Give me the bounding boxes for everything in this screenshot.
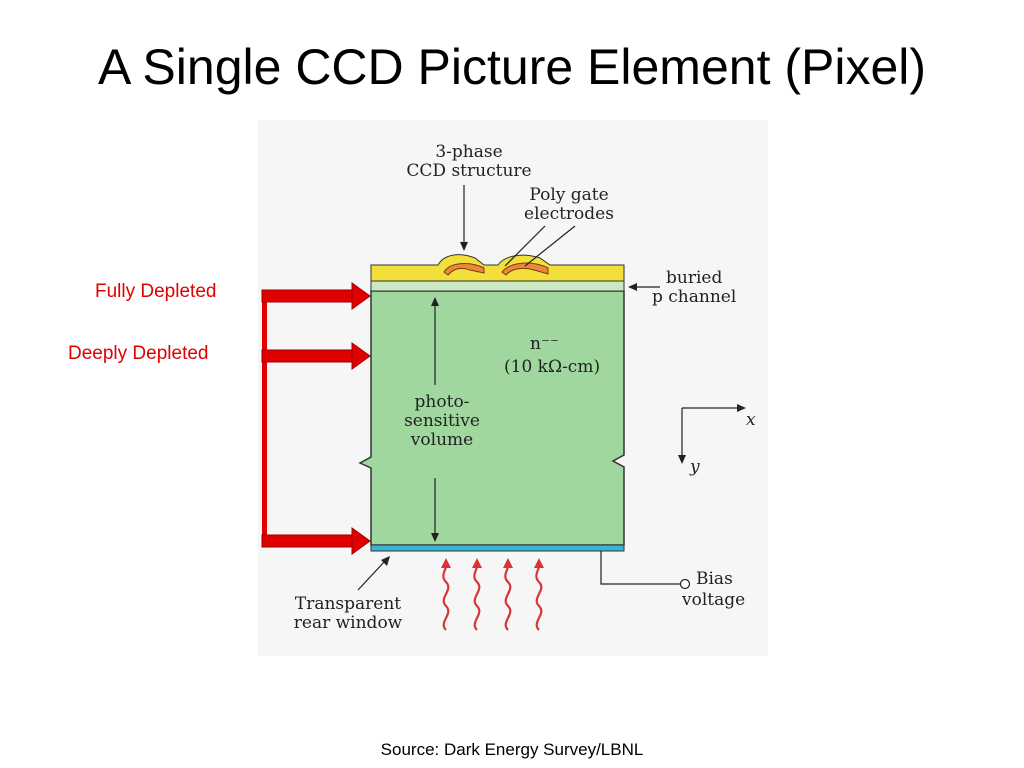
depletion-annotation bbox=[261, 282, 371, 555]
buried-channel-arrowhead bbox=[628, 283, 637, 291]
label-fully-depleted: Fully Depleted bbox=[95, 281, 217, 302]
label-photo-line3: volume bbox=[410, 430, 473, 450]
rear-window-layer bbox=[370, 544, 625, 552]
volume-arrowhead-bottom bbox=[431, 533, 439, 542]
ccd-structure-arrowhead bbox=[460, 242, 468, 251]
label-bias-line1: Bias bbox=[696, 569, 733, 589]
light-arrowhead-1 bbox=[441, 558, 451, 568]
bias-wire bbox=[600, 551, 680, 585]
light-ray-3 bbox=[504, 565, 512, 631]
gate-electrode-2 bbox=[501, 262, 549, 276]
label-buried-line1: buried bbox=[666, 268, 722, 288]
label-doping: n⁻⁻ bbox=[530, 334, 559, 354]
source-caption: Source: Dark Energy Survey/LBNL bbox=[380, 740, 644, 759]
x-axis-arrowhead bbox=[737, 404, 746, 412]
arrow-deeply-depleted bbox=[261, 342, 371, 370]
rear-window-pointer bbox=[357, 560, 386, 591]
light-ray-2 bbox=[473, 565, 481, 631]
arrow-fully-depleted bbox=[261, 282, 371, 310]
label-ccd-structure-line2: CCD structure bbox=[406, 161, 531, 181]
arrow-rear-depleted bbox=[261, 527, 371, 555]
rear-window-arrowhead bbox=[381, 556, 390, 566]
label-deeply-depleted: Deeply Depleted bbox=[68, 343, 209, 364]
poly-gate-pointer-2 bbox=[524, 225, 576, 267]
buried-channel-layer bbox=[370, 280, 625, 292]
y-axis-arrowhead bbox=[678, 455, 686, 464]
label-poly-gate-line1: Poly gate bbox=[529, 185, 608, 205]
label-bias-line2: voltage bbox=[681, 590, 745, 610]
ccd-pixel-diagram: 3-phase CCD structure Poly gate electrod… bbox=[258, 120, 768, 656]
label-photo-line2: sensitive bbox=[404, 411, 480, 431]
label-axis-x: x bbox=[746, 410, 756, 430]
light-arrowheads bbox=[441, 558, 544, 568]
light-arrowhead-3 bbox=[503, 558, 513, 568]
label-buried-line2: p channel bbox=[652, 287, 736, 307]
label-ccd-structure-line1: 3-phase bbox=[435, 142, 502, 162]
label-axis-y: y bbox=[689, 457, 700, 477]
label-poly-gate-line2: electrodes bbox=[524, 204, 614, 224]
oxide-layer bbox=[370, 254, 625, 282]
label-photo-line1: photo- bbox=[415, 392, 470, 412]
incoming-light-arrows bbox=[442, 565, 543, 631]
light-arrowhead-4 bbox=[534, 558, 544, 568]
bias-terminal bbox=[679, 578, 691, 590]
label-window-line2: rear window bbox=[294, 613, 403, 633]
silicon-body bbox=[358, 290, 625, 546]
depletion-bracket bbox=[262, 295, 267, 541]
label-resistivity: (10 kΩ-cm) bbox=[504, 357, 600, 377]
label-window-line1: Transparent bbox=[295, 594, 401, 614]
gate-electrode-1 bbox=[443, 263, 485, 276]
volume-arrowhead-top bbox=[431, 297, 439, 306]
light-ray-4 bbox=[535, 565, 543, 631]
slide-title: A Single CCD Picture Element (Pixel) bbox=[97, 39, 927, 95]
light-arrowhead-2 bbox=[472, 558, 482, 568]
poly-gate-pointer-1 bbox=[504, 225, 546, 267]
light-ray-1 bbox=[442, 565, 450, 631]
